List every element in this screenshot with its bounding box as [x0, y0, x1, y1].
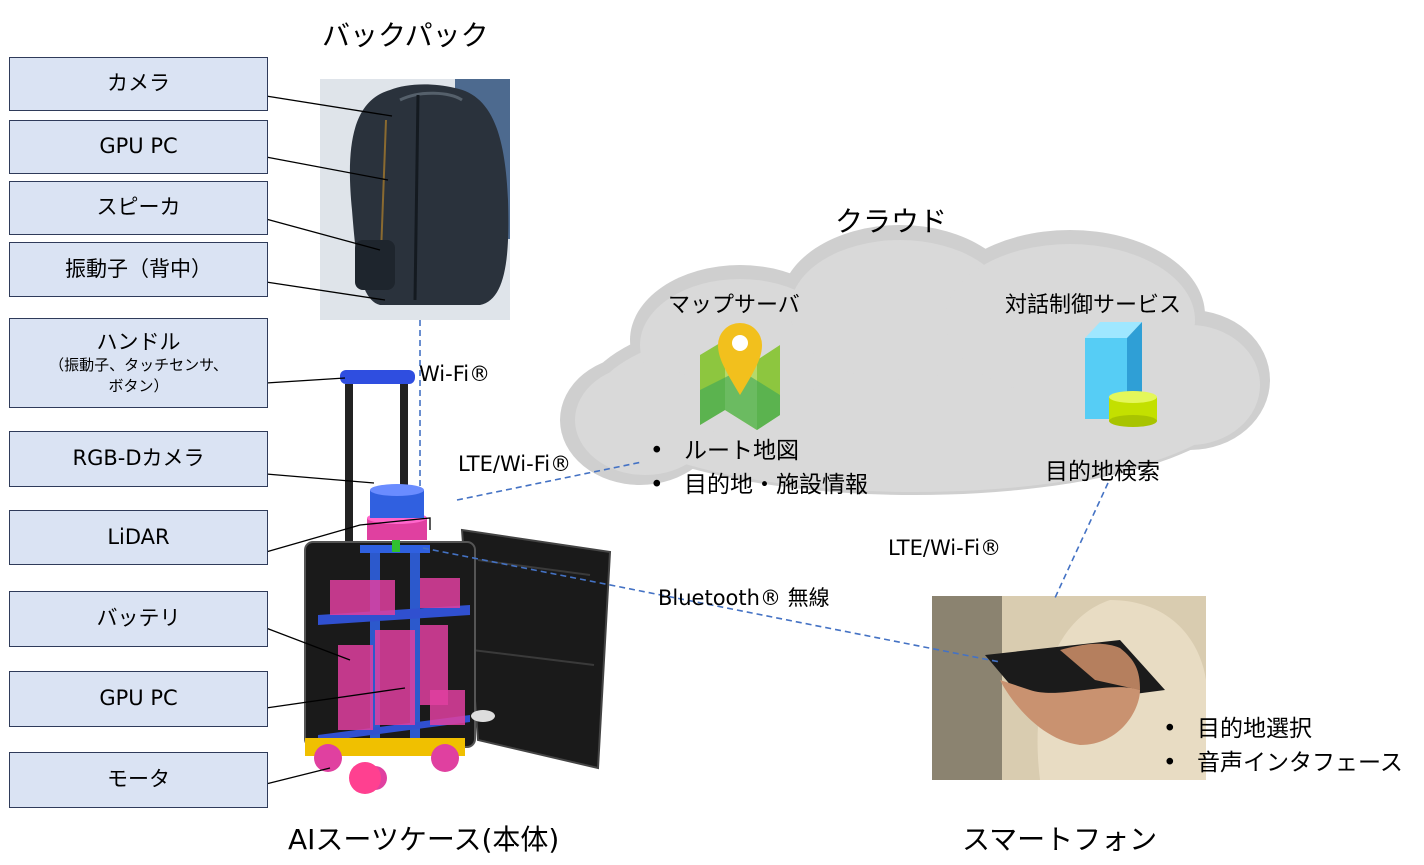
- smartphone-items: 目的地選択 音声インタフェース: [1163, 712, 1403, 780]
- component-gpu-pc-suitcase: GPU PC: [9, 671, 268, 727]
- component-handle: ハンドル （振動子、タッチセンサ、 ボタン）: [9, 318, 268, 408]
- component-camera: カメラ: [9, 57, 268, 111]
- component-label: スピーカ: [96, 195, 181, 220]
- service-icon: [1085, 322, 1157, 427]
- suitcase-title: AIスーツケース(本体): [288, 823, 560, 856]
- leader-lines: [265, 95, 431, 785]
- component-label: ハンドル: [96, 330, 181, 355]
- map-server-items: ルート地図 目的地・施設情報: [650, 434, 868, 502]
- wifi-label: Wi-Fi®: [419, 362, 491, 386]
- component-vibrator-back: 振動子（背中）: [9, 242, 268, 297]
- component-sublabel: ボタン）: [108, 376, 169, 395]
- component-rgbd-camera: RGB-Dカメラ: [9, 431, 268, 487]
- component-label: カメラ: [107, 71, 170, 96]
- map-icon: [700, 323, 780, 430]
- component-label: バッテリ: [96, 606, 181, 631]
- component-lidar: LiDAR: [9, 510, 268, 565]
- component-sublabel: （振動子、タッチセンサ、: [49, 356, 228, 375]
- map-server-title: マップサーバ: [668, 293, 800, 318]
- cloud-title: クラウド: [835, 205, 948, 238]
- component-label: モータ: [107, 767, 170, 792]
- dialog-service-item: 目的地検索: [1045, 459, 1160, 485]
- component-speaker: スピーカ: [9, 181, 268, 235]
- map-server-item: ルート地図: [650, 434, 868, 468]
- component-label: LiDAR: [107, 524, 170, 549]
- component-label: 振動子（背中）: [65, 256, 212, 281]
- lte-label-left: LTE/Wi-Fi®: [458, 452, 572, 476]
- component-label: GPU PC: [99, 686, 178, 711]
- component-label: RGB-Dカメラ: [72, 446, 205, 471]
- backpack-image: [320, 79, 510, 320]
- component-gpu-pc-backpack: GPU PC: [9, 120, 268, 174]
- map-server-item: 目的地・施設情報: [650, 468, 868, 502]
- component-motor: モータ: [9, 752, 268, 808]
- component-label: GPU PC: [99, 134, 178, 159]
- smartphone-item: 目的地選択: [1163, 712, 1403, 746]
- smartphone-title: スマートフォン: [962, 823, 1158, 856]
- backpack-title: バックパック: [322, 19, 489, 52]
- comm-links: [419, 320, 1109, 663]
- bluetooth-label: Bluetooth® 無線: [658, 586, 830, 610]
- lte-label-right: LTE/Wi-Fi®: [888, 536, 1002, 560]
- smartphone-item: 音声インタフェース: [1163, 746, 1403, 780]
- component-battery: バッテリ: [9, 591, 268, 647]
- dialog-service-title: 対話制御サービス: [1005, 293, 1182, 318]
